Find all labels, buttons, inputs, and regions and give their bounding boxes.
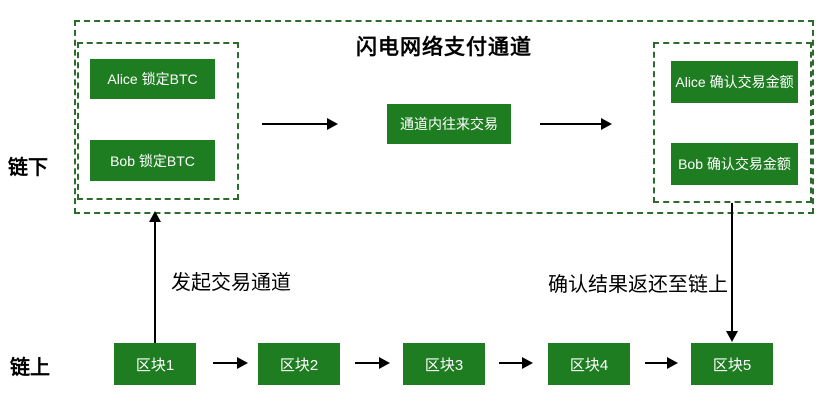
confirm-group-region — [653, 42, 812, 203]
diagram-title: 闪电网络支付通道 — [356, 36, 532, 59]
open-channel-label: 发起交易通道 — [171, 272, 291, 294]
block-4: 区块4 — [548, 343, 630, 385]
onchain-label: 链上 — [10, 357, 50, 379]
alice-confirm-box: Alice 确认交易金额 — [671, 61, 798, 103]
arrow-right-icon — [213, 357, 248, 369]
block-3: 区块3 — [403, 343, 485, 385]
arrow-down-icon — [726, 203, 738, 342]
channel-transactions-box: 通道内往来交易 — [387, 104, 511, 144]
offchain-label: 链下 — [8, 157, 48, 179]
arrow-right-icon — [645, 357, 678, 369]
bob-lock-box: Bob 锁定BTC — [90, 140, 215, 181]
arrow-right-icon — [262, 118, 338, 130]
payment-channel-region — [74, 20, 814, 214]
alice-lock-box: Alice 锁定BTC — [90, 59, 215, 99]
arrow-right-icon — [355, 357, 390, 369]
settle-onchain-label: 确认结果返还至链上 — [548, 274, 728, 296]
block-5: 区块5 — [691, 343, 773, 385]
arrow-up-icon — [149, 211, 161, 343]
bob-confirm-box: Bob 确认交易金额 — [671, 143, 798, 185]
lock-group-region — [77, 42, 239, 200]
arrow-right-icon — [499, 357, 533, 369]
block-1: 区块1 — [114, 343, 196, 385]
block-2: 区块2 — [258, 343, 340, 385]
arrow-right-icon — [540, 118, 612, 130]
